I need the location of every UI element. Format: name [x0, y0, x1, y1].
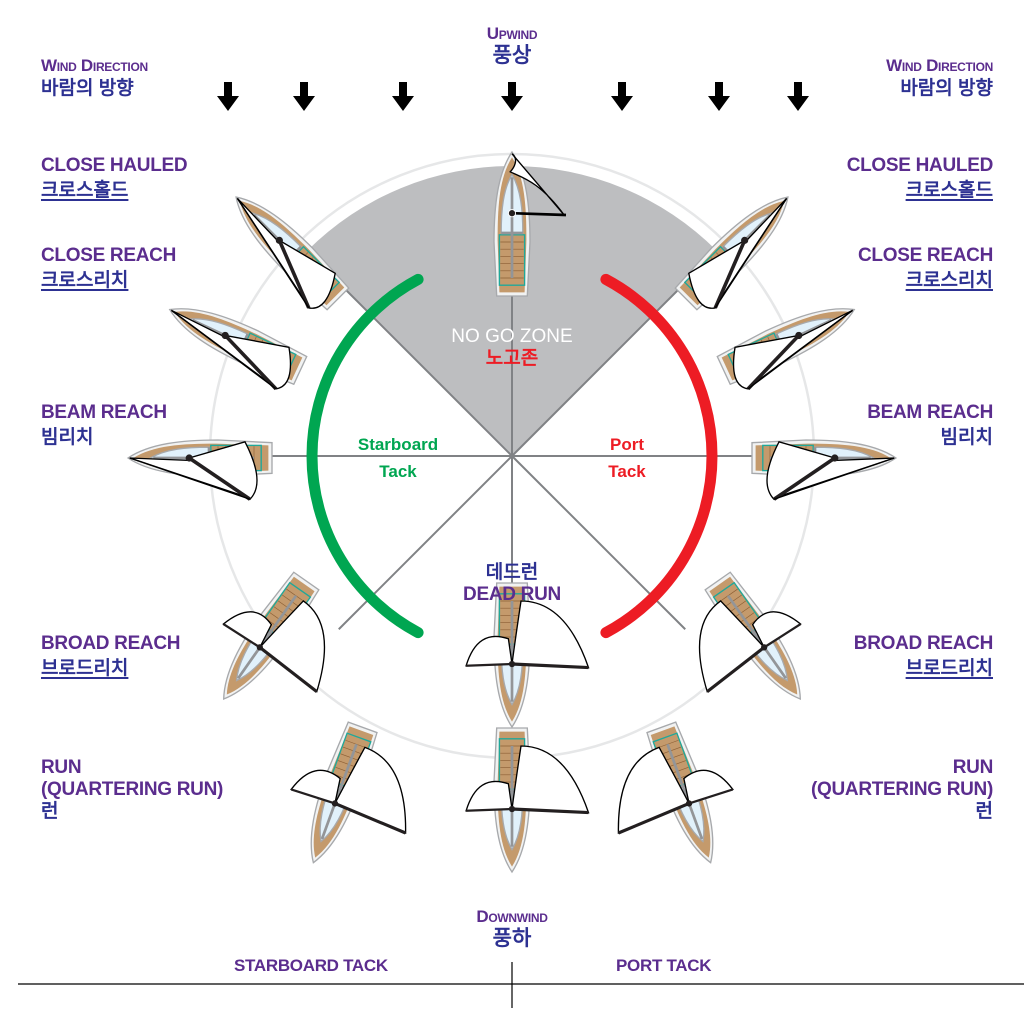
boat-hull-icon	[493, 150, 531, 297]
downwind-ko: 풍하	[492, 926, 532, 950]
boat-sail-icon	[290, 746, 407, 835]
port-tack-label: Port Tack	[608, 431, 646, 485]
boat-broad-reach-starboard	[222, 571, 326, 700]
dead-run-ko: 데드런	[485, 562, 539, 583]
run-ko: 런	[975, 800, 993, 822]
close-reach-ko: 크로스리치	[41, 269, 129, 291]
run-label-left: RUN (QUARTERING RUN) 런	[41, 757, 223, 823]
run-ko: 런	[41, 800, 59, 822]
wind-direction-ko: 바람의 방향	[900, 77, 993, 99]
footer-port-tack: PORT TACK	[616, 956, 712, 975]
close-hauled-en: CLOSE HAULED	[41, 155, 188, 176]
boat-dead-run-outer	[465, 727, 590, 874]
broad-reach-en: BROAD REACH	[853, 633, 994, 654]
wind-direction-en: Wind Direction	[886, 56, 993, 75]
boat-dead-run-inner	[465, 582, 590, 729]
starboard-tack-label: Starboard Tack	[358, 431, 438, 485]
boat-close-reach-port	[716, 308, 856, 391]
downwind-en: Downwind	[476, 907, 548, 926]
boat-sail-icon	[222, 600, 326, 693]
close-reach-en: CLOSE REACH	[41, 245, 176, 266]
close-hauled-label-right: CLOSE HAULED 크로스홀드	[846, 155, 994, 202]
close-hauled-en: CLOSE HAULED	[846, 155, 994, 176]
wind-direction-en: Wind Direction	[41, 56, 148, 75]
close-reach-label-left: CLOSE REACH 크로스리치	[41, 245, 176, 292]
starboard-tack-line1: Starboard	[357, 435, 439, 454]
boat-sail-icon	[465, 745, 590, 815]
upwind-label: Upwind 풍상	[486, 24, 538, 68]
close-reach-label-right: CLOSE REACH 크로스리치	[858, 245, 993, 292]
boat-broad-reach-port	[698, 571, 802, 700]
boat-run-port	[617, 721, 734, 864]
port-tack-line2: Tack	[608, 462, 646, 481]
dead-run-label: 데드런 DEAD RUN	[463, 562, 561, 606]
no-go-zone-ko: 노고존	[485, 347, 539, 369]
boat-sail-icon	[236, 197, 336, 309]
wind-direction-left: Wind Direction 바람의 방향	[41, 56, 148, 99]
boat-sail-icon	[170, 309, 292, 391]
run-en: RUN	[41, 757, 82, 778]
boat-beam-reach-starboard	[126, 439, 273, 501]
boat-beam-reach-port	[751, 439, 898, 501]
boat-sail-icon	[732, 309, 854, 391]
no-go-zone-label: NO GO ZONE 노고존	[451, 326, 572, 370]
boat-sail-icon	[698, 600, 802, 693]
boat-sail-icon	[465, 600, 590, 670]
dead-run-en: DEAD RUN	[463, 583, 561, 605]
close-reach-en: CLOSE REACH	[858, 245, 993, 266]
down-arrow-icon	[708, 82, 730, 111]
broad-reach-label-right: BROAD REACH 브로드리치	[853, 633, 994, 680]
boat-sail-icon	[507, 153, 567, 218]
run-label-right: RUN (QUARTERING RUN) 런	[811, 757, 993, 823]
beam-reach-en: BEAM REACH	[41, 402, 167, 423]
upwind-ko: 풍상	[492, 43, 532, 67]
close-hauled-ko: 크로스홀드	[905, 179, 993, 201]
upwind-en: Upwind	[486, 24, 538, 43]
downwind-label: Downwind 풍하	[476, 907, 548, 951]
close-reach-ko: 크로스리치	[905, 269, 993, 291]
boat-sail-icon	[766, 440, 895, 501]
boat-sail-icon	[129, 440, 258, 501]
down-arrow-icon	[392, 82, 414, 111]
boats-layer	[126, 150, 898, 874]
boat-sail-icon	[688, 197, 788, 309]
wind-direction-ko: 바람의 방향	[41, 77, 134, 99]
boat-head-to-wind	[493, 150, 567, 297]
beam-reach-label-right: BEAM REACH 빔리치	[867, 402, 993, 449]
close-hauled-label-left: CLOSE HAULED 크로스홀드	[41, 155, 188, 202]
boat-run-starboard	[290, 721, 407, 864]
beam-reach-en: BEAM REACH	[867, 402, 993, 423]
broad-reach-ko: 브로드리치	[41, 657, 129, 679]
broad-reach-ko: 브로드리치	[905, 657, 993, 679]
broad-reach-en: BROAD REACH	[41, 633, 181, 654]
starboard-tack-arc	[306, 273, 424, 639]
wind-arrows	[217, 82, 809, 111]
run-en: RUN	[952, 757, 994, 778]
broad-reach-label-left: BROAD REACH 브로드리치	[41, 633, 181, 680]
port-tack-arc	[600, 273, 718, 639]
close-hauled-ko: 크로스홀드	[41, 179, 129, 201]
quartering-run-en: (QUARTERING RUN)	[810, 778, 993, 800]
beam-reach-ko: 빔리치	[41, 426, 94, 448]
down-arrow-icon	[787, 82, 809, 111]
starboard-tack-line2: Tack	[379, 462, 417, 481]
down-arrow-icon	[293, 82, 315, 111]
boat-close-reach-starboard	[168, 308, 308, 391]
down-arrow-icon	[217, 82, 239, 111]
down-arrow-icon	[501, 82, 523, 111]
beam-reach-ko: 빔리치	[940, 426, 993, 448]
no-go-zone-en: NO GO ZONE	[451, 326, 573, 347]
boat-sail-icon	[617, 746, 734, 835]
quartering-run-en: (QUARTERING RUN)	[41, 778, 224, 800]
beam-reach-label-left: BEAM REACH 빔리치	[41, 402, 167, 449]
down-arrow-icon	[611, 82, 633, 111]
footer-starboard-tack: STARBOARD TACK	[234, 956, 388, 975]
boat-close-hauled-port	[674, 196, 789, 311]
port-tack-line1: Port	[610, 435, 644, 454]
boat-close-hauled-starboard	[235, 196, 350, 311]
wind-direction-right: Wind Direction 바람의 방향	[886, 56, 993, 99]
